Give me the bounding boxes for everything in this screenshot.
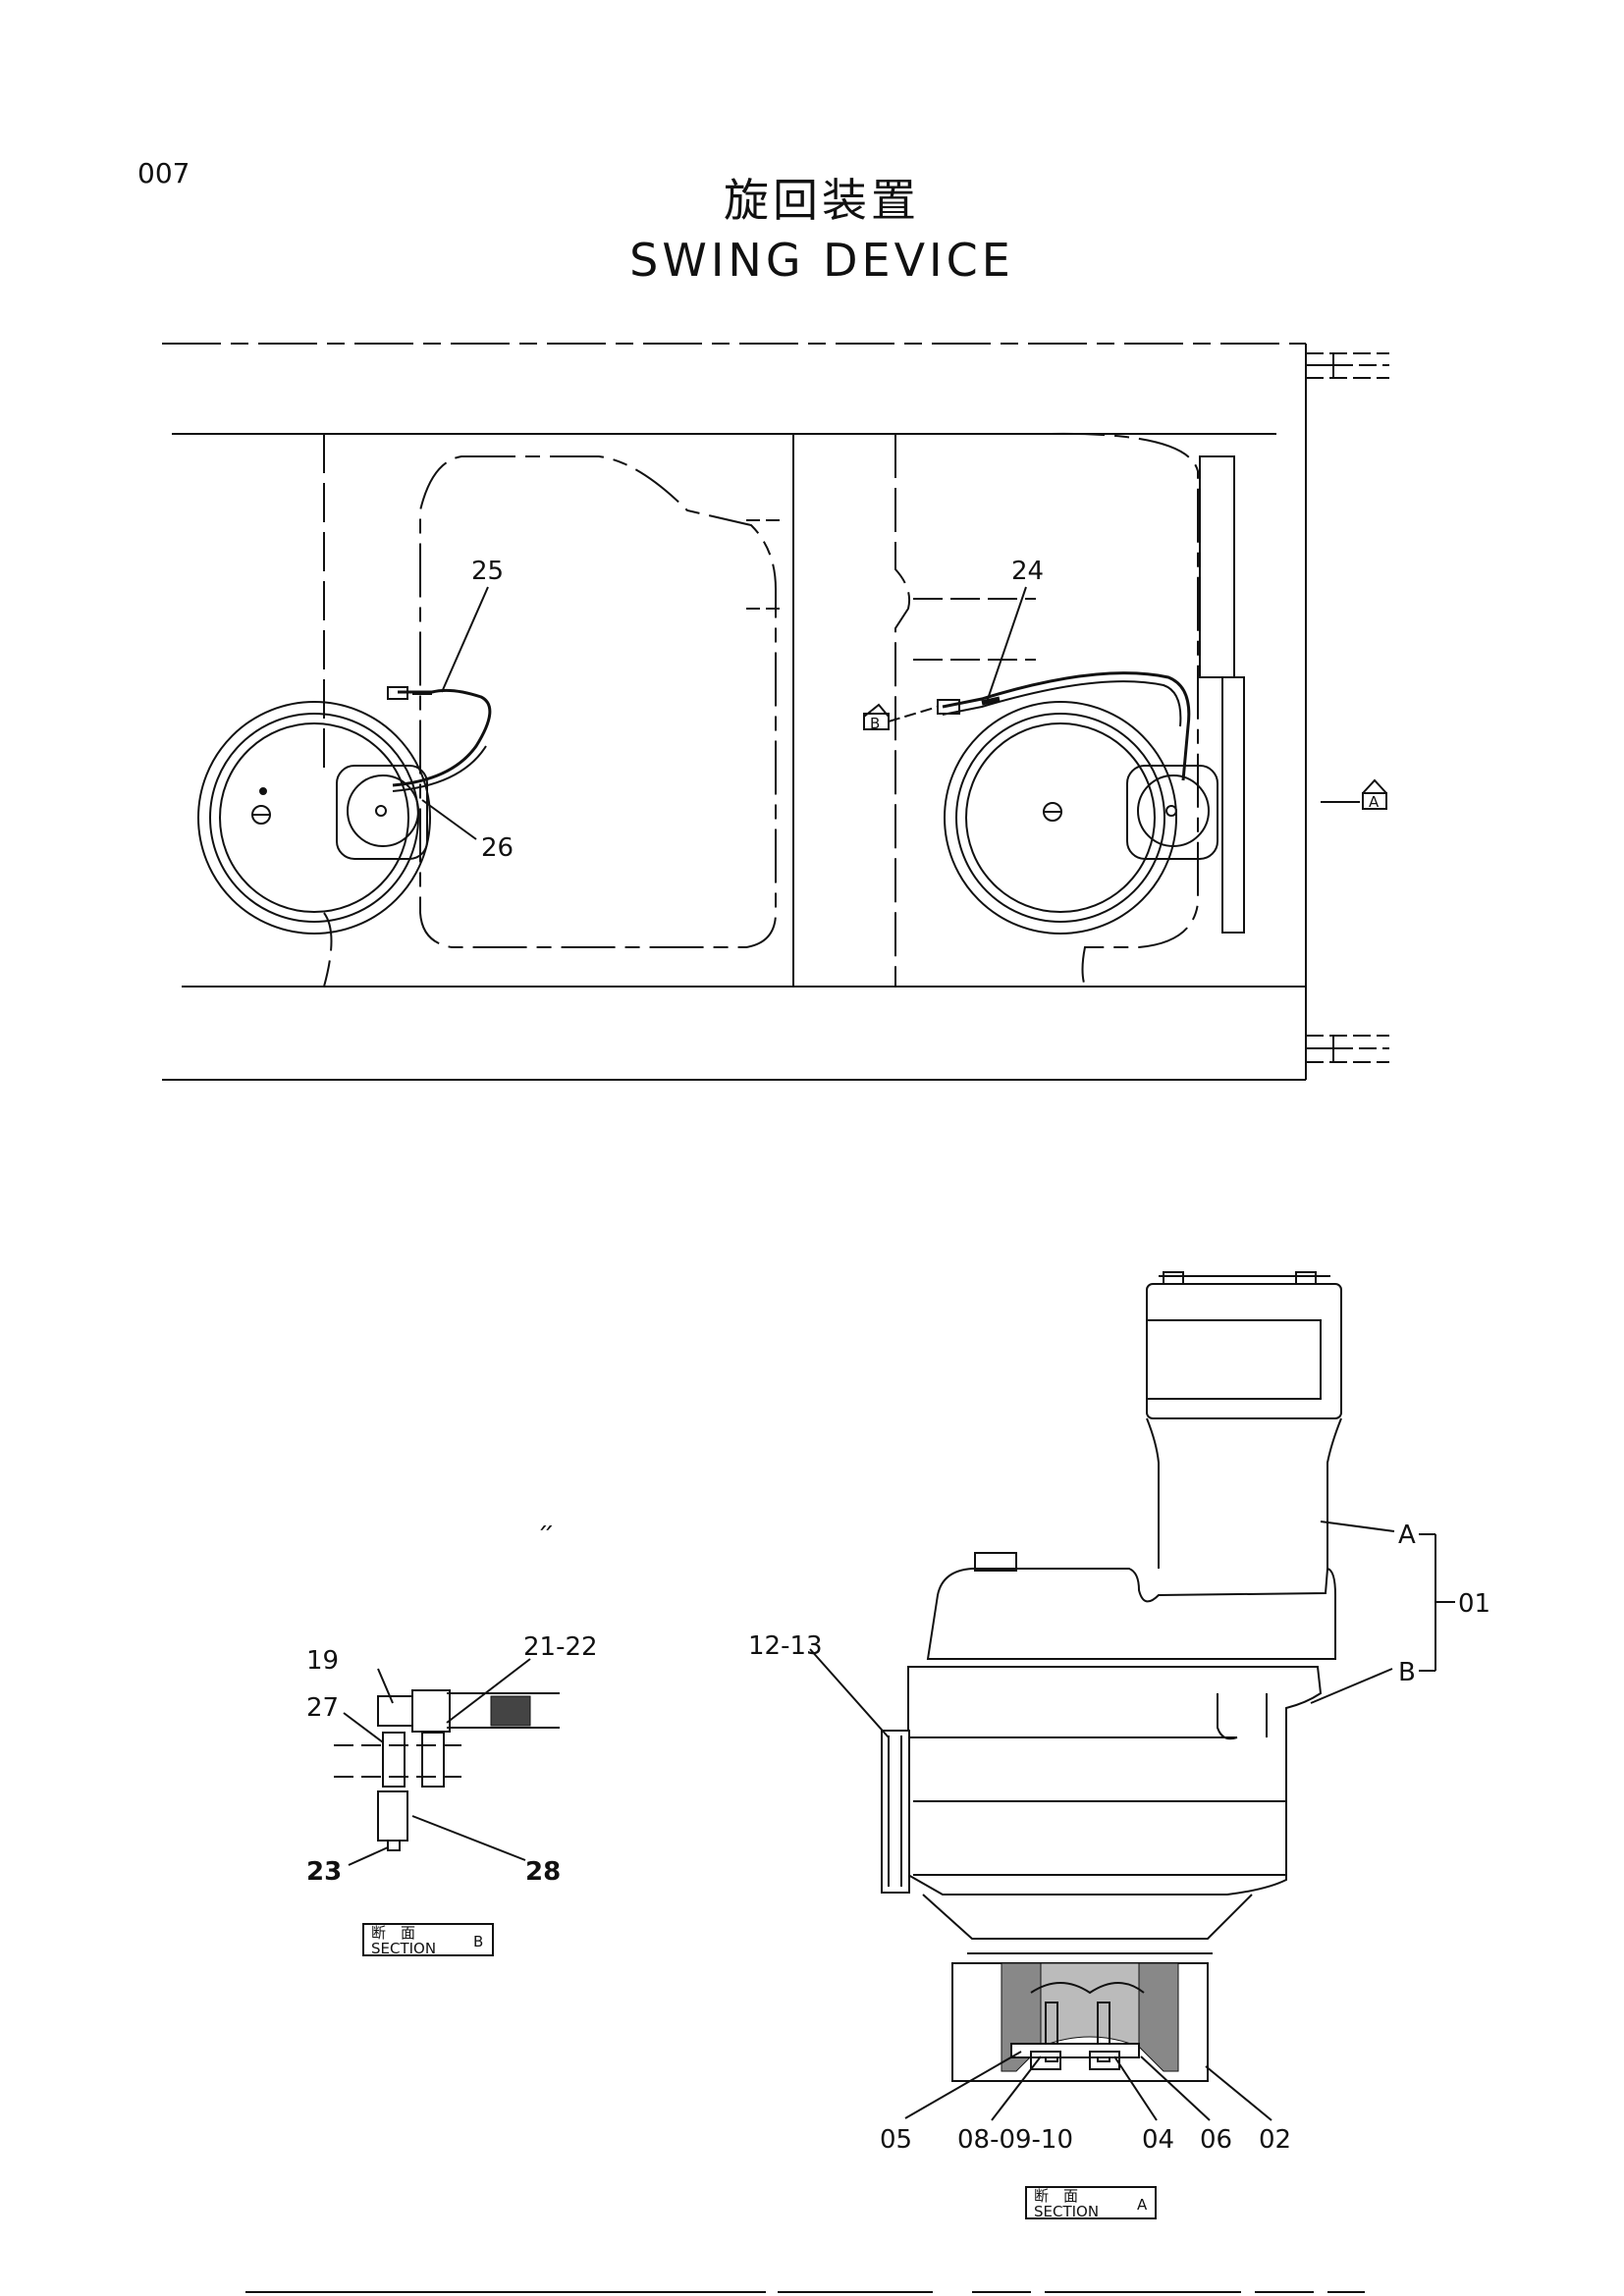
left-cab-outline <box>323 434 333 988</box>
section-a-detail <box>809 1271 1455 2219</box>
label-part-b: B <box>1398 1658 1416 1687</box>
stray-mark: ״ <box>538 1517 555 1546</box>
left-swing-motor <box>197 686 492 934</box>
label-part-24: 24 <box>1011 557 1044 586</box>
right-swing-motor <box>937 671 1218 934</box>
section-b-caption-en: SECTION <box>371 1940 436 1957</box>
plan-labels: 25 24 26 B A <box>471 557 1380 863</box>
label-part-23: 23 <box>306 1857 342 1887</box>
label-part-26: 26 <box>481 833 514 863</box>
label-part-08-09-10: 08-09-10 <box>957 2125 1073 2155</box>
section-a-caption-jp: 断 面 <box>1034 2187 1078 2205</box>
label-part-06: 06 <box>1200 2125 1232 2155</box>
title-block: 旋回装置 SWING DEVICE <box>0 165 1624 287</box>
view-marker-b: B <box>870 715 880 732</box>
label-part-04: 04 <box>1142 2125 1174 2155</box>
section-a-labels: 12-13 A 01 B 05 08-09-10 04 06 02 断 面 SE… <box>748 1521 1490 2220</box>
frame-outline <box>162 343 1389 1081</box>
label-part-05: 05 <box>880 2125 912 2155</box>
section-a-caption-en: SECTION <box>1034 2203 1099 2220</box>
page-number: 007 <box>137 157 190 189</box>
label-part-a: A <box>1398 1521 1416 1550</box>
section-a-caption-letter: A <box>1137 2196 1148 2214</box>
section-b-caption-letter: B <box>473 1933 483 1950</box>
section-b-detail <box>334 1658 560 1956</box>
title-english: SWING DEVICE <box>629 234 1014 287</box>
label-part-12-13: 12-13 <box>748 1631 823 1661</box>
view-marker-a: A <box>1369 793 1380 811</box>
label-part-19: 19 <box>306 1646 339 1676</box>
title-japanese: 旋回装置 <box>724 174 920 227</box>
label-part-01: 01 <box>1458 1589 1490 1619</box>
label-part-25: 25 <box>471 557 504 586</box>
section-b-caption-jp: 断 面 <box>371 1924 415 1942</box>
section-b-labels: 19 21-22 27 23 28 断 面 SECTION B <box>306 1632 598 1957</box>
plan-view <box>162 343 1389 1081</box>
label-part-21-22: 21-22 <box>523 1632 598 1662</box>
label-part-27: 27 <box>306 1693 339 1723</box>
label-part-28: 28 <box>525 1857 561 1887</box>
label-part-02: 02 <box>1259 2125 1291 2155</box>
